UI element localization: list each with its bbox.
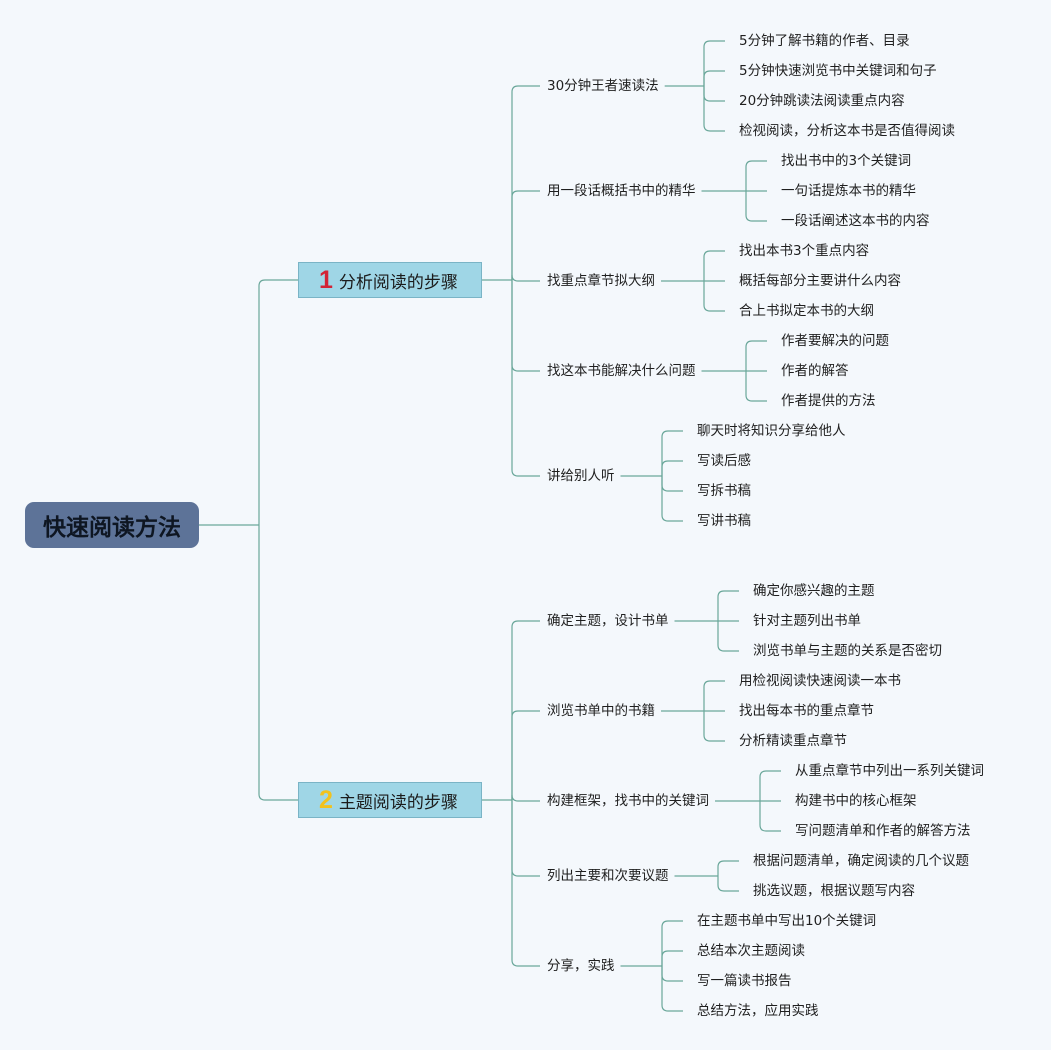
leaf-item[interactable]: 一段话阐述这本书的内容: [779, 212, 932, 230]
leaf-branch: [661, 966, 683, 1012]
subtopic-connector: [511, 710, 540, 800]
leaf-item[interactable]: 浏览书单与主题的关系是否密切: [751, 642, 944, 660]
leaf-item[interactable]: 找出每本书的重点章节: [737, 702, 876, 720]
leaf-item[interactable]: 构建书中的核心框架: [793, 792, 919, 810]
leaf-branch: [703, 281, 725, 312]
branch-connector-1: [258, 279, 298, 525]
leaf-branch: [717, 876, 739, 892]
leaf-branch: [717, 860, 739, 876]
leaf-item[interactable]: 总结方法，应用实践: [695, 1002, 821, 1020]
subtopic-connector: [511, 800, 540, 967]
subtopic-connector: [511, 800, 540, 877]
subtopic-connector: [511, 274, 540, 282]
leaf-item[interactable]: 找出本书3个重点内容: [737, 242, 872, 260]
leaf-branch: [661, 430, 683, 476]
leaf-item[interactable]: 总结本次主题阅读: [695, 942, 807, 960]
leaf-branch: [703, 680, 725, 711]
leaf-item[interactable]: 概括每部分主要讲什么内容: [737, 272, 903, 290]
leaf-branch: [703, 86, 725, 102]
subtopic-label[interactable]: 找这本书能解决什么问题: [545, 362, 698, 380]
leaf-branch: [717, 590, 739, 621]
subtopic-label[interactable]: 浏览书单中的书籍: [545, 702, 657, 720]
leaf-branch: [661, 476, 683, 522]
leaf-branch: [661, 920, 683, 966]
leaf-branch: [661, 476, 683, 492]
leaf-item[interactable]: 挑选议题，根据议题写内容: [751, 882, 917, 900]
leaf-item[interactable]: 5分钟了解书籍的作者、目录: [737, 32, 912, 50]
leaf-item[interactable]: 写读后感: [695, 452, 753, 470]
leaf-item[interactable]: 合上书拟定本书的大纲: [737, 302, 876, 320]
subtopic-connector: [511, 190, 540, 280]
leaf-item[interactable]: 作者要解决的问题: [779, 332, 891, 350]
topic-label: 分析阅读的步骤: [338, 272, 458, 293]
leaf-item[interactable]: 写问题清单和作者的解答方法: [793, 822, 973, 840]
subtopic-label[interactable]: 讲给别人听: [545, 467, 617, 485]
subtopic-label[interactable]: 列出主要和次要议题: [545, 867, 671, 885]
leaf-branch: [703, 711, 725, 742]
subtopic-connector: [511, 794, 540, 802]
leaf-item[interactable]: 从重点章节中列出一系列关键词: [793, 762, 986, 780]
leaf-item[interactable]: 在主题书单中写出10个关键词: [695, 912, 879, 930]
subtopic-label[interactable]: 确定主题，设计书单: [545, 612, 671, 630]
leaf-branch: [759, 801, 781, 832]
step-number-icon: 2: [319, 785, 333, 814]
leaf-item[interactable]: 20分钟跳读法阅读重点内容: [737, 92, 907, 110]
root-topic[interactable]: 快速阅读方法: [25, 502, 199, 548]
leaf-item[interactable]: 写讲书稿: [695, 512, 753, 530]
leaf-branch: [661, 460, 683, 476]
leaf-item[interactable]: 根据问题清单，确定阅读的几个议题: [751, 852, 971, 870]
subtopic-label[interactable]: 构建框架，找书中的关键词: [545, 792, 711, 810]
leaf-item[interactable]: 写一篇读书报告: [695, 972, 794, 990]
leaf-item[interactable]: 一句话提炼本书的精华: [779, 182, 918, 200]
leaf-item[interactable]: 用检视阅读快速阅读一本书: [737, 672, 903, 690]
leaf-item[interactable]: 聊天时将知识分享给他人: [695, 422, 848, 440]
leaf-item[interactable]: 确定你感兴趣的主题: [751, 582, 877, 600]
leaf-item[interactable]: 针对主题列出书单: [751, 612, 863, 630]
leaf-item[interactable]: 作者的解答: [779, 362, 851, 380]
leaf-branch: [661, 950, 683, 966]
subtopic-label[interactable]: 找重点章节拟大纲: [545, 272, 657, 290]
subtopic-connector: [511, 85, 540, 280]
leaf-item[interactable]: 找出书中的3个关键词: [779, 152, 914, 170]
leaf-item[interactable]: 写拆书稿: [695, 482, 753, 500]
leaf-branch: [703, 86, 725, 132]
leaf-branch: [703, 70, 725, 86]
leaf-branch: [745, 160, 767, 191]
leaf-branch: [745, 371, 767, 402]
leaf-item[interactable]: 作者提供的方法: [779, 392, 878, 410]
subtopic-label[interactable]: 30分钟王者速读法: [545, 77, 661, 95]
leaf-branch: [745, 191, 767, 222]
leaf-branch: [717, 621, 739, 652]
subtopic-label[interactable]: 用一段话概括书中的精华: [545, 182, 698, 200]
topic-label: 主题阅读的步骤: [338, 792, 458, 813]
leaf-branch: [759, 770, 781, 801]
subtopic-connector: [511, 280, 540, 477]
branch-connector-2: [258, 525, 298, 801]
leaf-item[interactable]: 5分钟快速浏览书中关键词和句子: [737, 62, 939, 80]
leaf-branch: [661, 966, 683, 982]
leaf-branch: [703, 40, 725, 86]
leaf-branch: [745, 340, 767, 371]
subtopic-connector: [511, 620, 540, 800]
leaf-item[interactable]: 检视阅读，分析这本书是否值得阅读: [737, 122, 957, 140]
subtopic-label[interactable]: 分享，实践: [545, 957, 617, 975]
leaf-item[interactable]: 分析精读重点章节: [737, 732, 849, 750]
leaf-branch: [703, 250, 725, 281]
step-number-icon: 1: [319, 265, 333, 294]
subtopic-connector: [511, 280, 540, 372]
